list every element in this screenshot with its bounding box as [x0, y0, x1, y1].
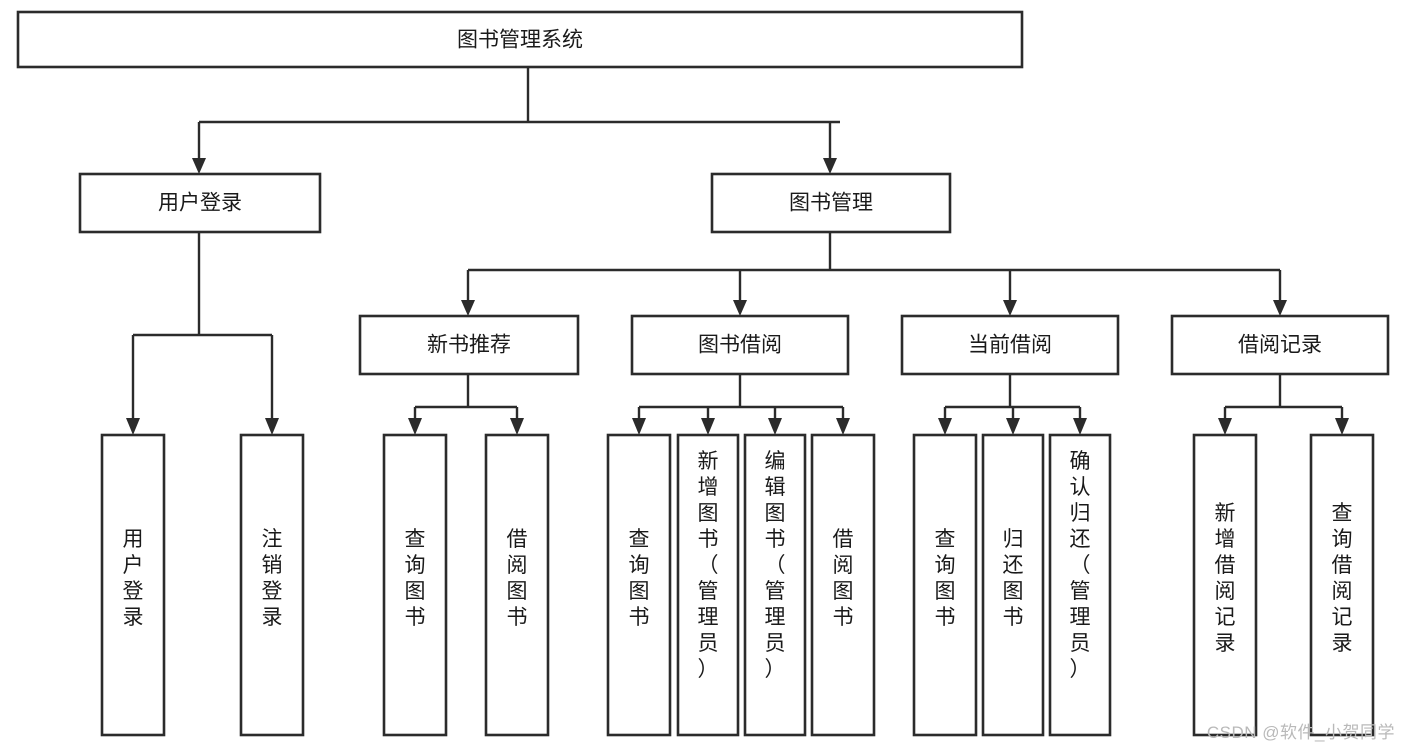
arrowhead-confirm-return — [1073, 418, 1087, 435]
arrowhead-borrow-record — [1273, 300, 1287, 316]
arrowhead-query-book-1 — [408, 418, 422, 435]
node-new-book-recommend-label: 新书推荐 — [427, 334, 511, 357]
node-borrow-record-label: 借阅记录 — [1238, 334, 1322, 357]
node-leaf-query-record-box[interactable] — [1309, 433, 1375, 737]
node-leaf-edit-book-label: 编辑图书（管理员） — [765, 450, 786, 681]
node-book-manage-box[interactable] — [710, 172, 952, 234]
node-leaf-add-book-box[interactable] — [676, 433, 740, 737]
node-leaf-add-book[interactable]: 新增图书（管理员） — [676, 433, 740, 737]
node-leaf-query-book-3-box[interactable] — [912, 433, 978, 737]
node-leaf-edit-book[interactable]: 编辑图书（管理员） — [743, 433, 807, 737]
node-leaf-user-logout-box[interactable] — [239, 433, 305, 737]
node-root-box[interactable] — [16, 10, 1024, 69]
node-leaf-query-book-3-label: 查询图书 — [935, 528, 956, 629]
node-leaf-confirm-return-label: 确认归还（管理员） — [1070, 450, 1091, 681]
node-current-borrow-box[interactable] — [900, 314, 1120, 376]
node-current-borrow-label: 当前借阅 — [968, 334, 1052, 357]
node-leaf-query-book-2-box[interactable] — [606, 433, 672, 737]
node-current-borrow[interactable]: 当前借阅 — [900, 314, 1120, 376]
node-leaf-add-record[interactable]: 新增借阅记录 — [1192, 433, 1258, 737]
node-book-borrow-label: 图书借阅 — [698, 334, 782, 357]
node-leaf-query-book-1[interactable]: 查询图书 — [382, 433, 448, 737]
csdn-watermark: CSDN @软件_小贺同学 — [1206, 723, 1395, 742]
node-leaf-return-book-box[interactable] — [981, 433, 1045, 737]
node-leaf-confirm-return-box[interactable] — [1048, 433, 1112, 737]
arrowhead-book-borrow — [733, 300, 747, 316]
node-leaf-query-book-3[interactable]: 查询图书 — [912, 433, 978, 737]
node-leaf-query-book-2-label: 查询图书 — [629, 528, 650, 629]
arrowhead-leaf-user-logout — [265, 418, 279, 435]
node-leaf-borrow-book-1-box[interactable] — [484, 433, 550, 737]
arrowhead-query-record — [1335, 418, 1349, 435]
arrowhead-leaf-user-login — [126, 418, 140, 435]
arrowhead-edit-book — [768, 418, 782, 435]
arrowhead-add-book — [701, 418, 715, 435]
node-new-book-recommend[interactable]: 新书推荐 — [358, 314, 580, 376]
node-new-book-recommend-box[interactable] — [358, 314, 580, 376]
node-leaf-return-book-label: 归还图书 — [1003, 528, 1024, 629]
node-leaf-borrow-book-2[interactable]: 借阅图书 — [810, 433, 876, 737]
node-leaf-query-record[interactable]: 查询借阅记录 — [1309, 433, 1375, 737]
arrowhead-borrow-book-2 — [836, 418, 850, 435]
node-book-manage-label: 图书管理 — [789, 192, 873, 215]
arrowhead-user-login — [192, 158, 206, 174]
arrowhead-query-book-3 — [938, 418, 952, 435]
arrowhead-return-book — [1006, 418, 1020, 435]
arrowhead-query-book-2 — [632, 418, 646, 435]
node-leaf-borrow-book-1[interactable]: 借阅图书 — [484, 433, 550, 737]
node-leaf-query-book-1-label: 查询图书 — [405, 528, 426, 629]
node-leaf-add-record-box[interactable] — [1192, 433, 1258, 737]
arrowhead-new-book-recommend — [461, 300, 475, 316]
node-leaf-query-book-2[interactable]: 查询图书 — [606, 433, 672, 737]
node-user-login-label: 用户登录 — [158, 192, 242, 215]
connector-layer — [126, 67, 1349, 435]
arrowhead-current-borrow — [1003, 300, 1017, 316]
arrowhead-book-manage — [823, 158, 837, 174]
node-leaf-return-book[interactable]: 归还图书 — [981, 433, 1045, 737]
node-borrow-record[interactable]: 借阅记录 — [1170, 314, 1390, 376]
node-leaf-user-logout-label: 注销登录 — [262, 528, 283, 629]
node-leaf-user-login-label: 用户登录 — [123, 528, 144, 629]
node-leaf-borrow-book-2-label: 借阅图书 — [833, 528, 854, 629]
node-root[interactable]: 图书管理系统 — [16, 10, 1024, 69]
node-leaf-edit-book-box[interactable] — [743, 433, 807, 737]
arrowhead-borrow-book-1 — [510, 418, 524, 435]
node-user-login[interactable]: 用户登录 — [78, 172, 322, 234]
node-leaf-add-record-label: 新增借阅记录 — [1215, 502, 1236, 655]
node-book-borrow[interactable]: 图书借阅 — [630, 314, 850, 376]
node-user-login-box[interactable] — [78, 172, 322, 234]
node-leaf-query-record-label: 查询借阅记录 — [1332, 502, 1353, 655]
node-book-manage[interactable]: 图书管理 — [710, 172, 952, 234]
node-leaf-borrow-book-2-box[interactable] — [810, 433, 876, 737]
node-leaf-query-book-1-box[interactable] — [382, 433, 448, 737]
node-leaf-borrow-book-1-label: 借阅图书 — [507, 528, 528, 629]
node-root-label: 图书管理系统 — [457, 29, 583, 52]
node-leaf-add-book-label: 新增图书（管理员） — [698, 450, 719, 681]
node-borrow-record-box[interactable] — [1170, 314, 1390, 376]
node-book-borrow-box[interactable] — [630, 314, 850, 376]
node-leaf-user-login-box[interactable] — [100, 433, 166, 737]
node-leaf-user-login[interactable]: 用户登录 — [100, 433, 166, 737]
arrowhead-add-record — [1218, 418, 1232, 435]
node-leaf-confirm-return[interactable]: 确认归还（管理员） — [1048, 433, 1112, 737]
node-leaf-user-logout[interactable]: 注销登录 — [239, 433, 305, 737]
